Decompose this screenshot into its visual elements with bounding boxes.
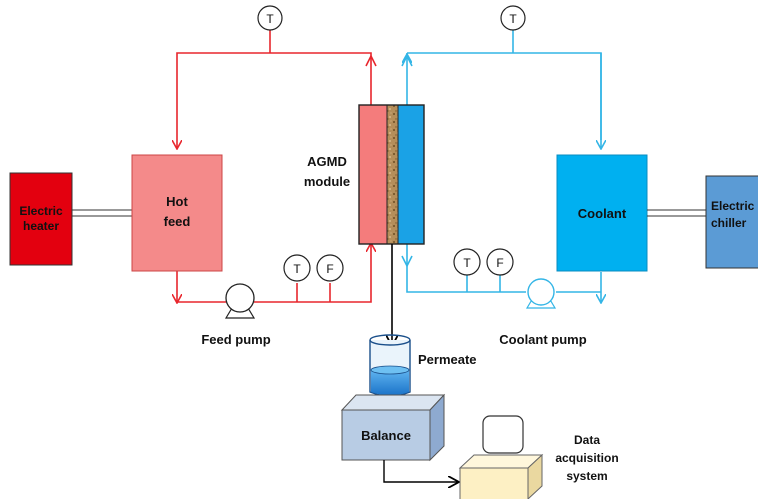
svg-text:T: T (293, 262, 301, 276)
hot-loop-lines (177, 20, 371, 302)
agmd-label-2: module (304, 174, 350, 189)
svg-text:T: T (463, 256, 471, 270)
feed-pump-label: Feed pump (201, 332, 270, 347)
permeate-label: Permeate (418, 352, 477, 367)
electric-heater-label-1: Electric (19, 204, 63, 218)
electric-chiller-label-1: Electric (711, 199, 755, 213)
cold-flow-arrow-bottom (401, 255, 413, 268)
feed-pump-icon (224, 283, 256, 319)
membrane-layer (387, 105, 398, 244)
temperature-sensor-hot-top: T (257, 5, 283, 31)
flow-sensor-hot: F (316, 254, 344, 282)
daq-label-2: acquisition (555, 451, 618, 465)
temperature-sensor-cold-bottom: T (453, 248, 481, 276)
electric-heater-block: Electric heater (9, 172, 73, 266)
electric-chiller-block: Electric chiller (705, 175, 758, 269)
agmd-module: AGMD module (304, 104, 425, 245)
permeate-beaker-icon (369, 334, 411, 397)
monitor-icon (482, 415, 524, 454)
daq-label-3: system (566, 469, 607, 483)
electric-chiller-label-2: chiller (711, 216, 747, 230)
svg-text:T: T (266, 12, 274, 26)
chiller-connector (647, 209, 706, 217)
flow-sensor-cold: F (486, 248, 514, 276)
coolant-pump-icon (525, 278, 557, 309)
hot-feed-label-1: Hot (166, 194, 188, 209)
svg-text:F: F (326, 262, 333, 276)
temperature-sensor-hot-bottom: T (283, 254, 311, 282)
cold-loop-lines (407, 20, 601, 302)
cold-flow-arrow (401, 54, 413, 67)
svg-text:T: T (509, 12, 517, 26)
electric-heater-label-2: heater (23, 219, 59, 233)
cold-side-channel (398, 105, 424, 244)
balance-label: Balance (361, 428, 411, 443)
data-cable (383, 460, 458, 482)
heater-connector (72, 209, 132, 217)
balance-block: Balance (340, 393, 446, 462)
hot-side-channel (359, 105, 387, 244)
hot-flow-arrow-top (365, 54, 377, 67)
coolant-label: Coolant (578, 206, 627, 221)
daq-label-1: Data (574, 433, 600, 447)
svg-text:F: F (496, 256, 503, 270)
coolant-pump-label: Coolant pump (499, 332, 586, 347)
coolant-block: Coolant (556, 154, 648, 272)
temperature-sensor-cold-top: T (500, 5, 526, 31)
hot-feed-label-2: feed (164, 214, 191, 229)
hot-feed-block: Hot feed (131, 154, 223, 272)
agmd-label-1: AGMD (307, 154, 347, 169)
daq-box (458, 453, 544, 501)
